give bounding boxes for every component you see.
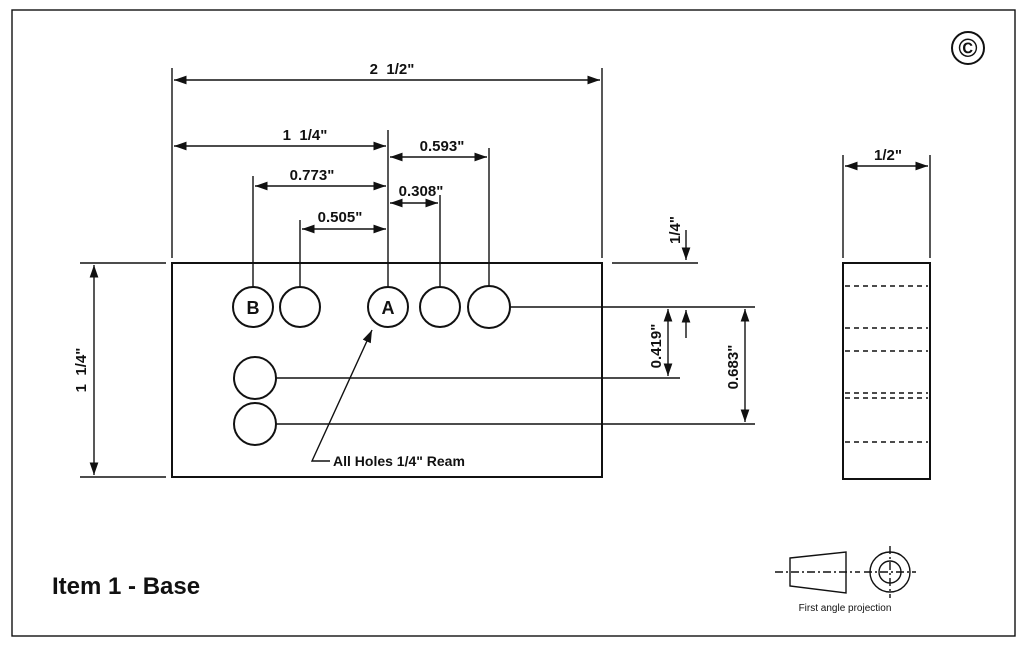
hole-note-leader xyxy=(310,329,373,462)
dim-a-to-hole-5: 0.593" xyxy=(420,138,465,155)
copyright-mark: © xyxy=(951,31,985,65)
dim-lower-hole-1: 0.419" xyxy=(648,324,665,369)
drawing-title: Item 1 - Base xyxy=(52,573,200,600)
dim-overall-length: 2 1/2" xyxy=(370,61,415,78)
dim-half-length: 1 1/4" xyxy=(283,127,328,144)
svg-text:©: © xyxy=(958,33,977,63)
dim-side-width: 1/2" xyxy=(874,147,902,164)
base-side-view xyxy=(842,262,931,480)
dim-to-hole-b: 0.773" xyxy=(290,167,335,184)
first-angle-projection-symbol xyxy=(775,546,916,598)
dimension-lines xyxy=(89,75,750,475)
side-view-hidden-lines xyxy=(845,285,928,443)
dim-height: 1 1/4" xyxy=(73,348,90,393)
hole-note: All Holes 1/4" Ream xyxy=(333,453,465,469)
hole-5 xyxy=(467,285,511,329)
hole-4 xyxy=(419,286,461,328)
hole-b-label: B xyxy=(247,298,260,318)
hole-2 xyxy=(279,286,321,328)
hole-a-label: A xyxy=(382,298,395,318)
dim-a-to-hole-4: 0.308" xyxy=(399,183,444,200)
drawing-border xyxy=(11,9,1016,637)
hole-lower-2 xyxy=(233,402,277,446)
dim-lower-hole-2: 0.683" xyxy=(725,345,742,390)
extension-lines xyxy=(80,68,755,478)
dim-to-hole-2: 0.505" xyxy=(318,209,363,226)
side-view-extension-lines xyxy=(842,155,931,258)
base-front-view xyxy=(171,262,603,478)
projection-label: First angle projection xyxy=(799,603,892,614)
hole-lower-1 xyxy=(233,356,277,400)
dim-top-offset: 1/4" xyxy=(667,216,684,244)
